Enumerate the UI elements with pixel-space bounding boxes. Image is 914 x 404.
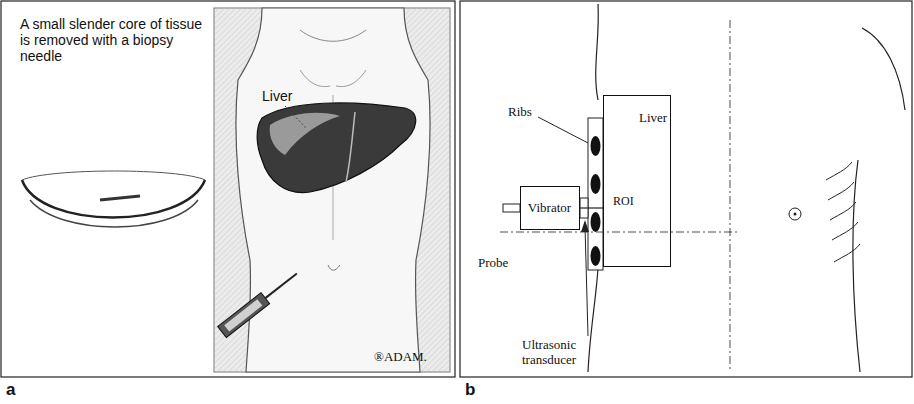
chest-contour xyxy=(300,70,366,87)
body-outline xyxy=(853,160,860,372)
caption-note: A small slender core of tissue is remove… xyxy=(20,16,208,64)
specimen-dish xyxy=(22,180,205,218)
navel xyxy=(794,213,797,216)
tissue-core xyxy=(100,196,140,200)
torso-outline xyxy=(236,8,430,372)
part-label: Probe xyxy=(478,256,528,271)
rib xyxy=(591,246,601,266)
watermark: ®ADAM. xyxy=(374,350,454,365)
midline xyxy=(730,20,731,372)
body-outline xyxy=(862,28,905,110)
specimen-dish xyxy=(30,200,198,227)
leader-arrow xyxy=(585,226,588,336)
liver-organ xyxy=(257,103,416,193)
background-hatch xyxy=(214,8,450,372)
rib-arc xyxy=(828,182,854,200)
illustration-frame xyxy=(214,8,450,372)
axis-line xyxy=(500,232,740,233)
leader-line xyxy=(285,106,306,128)
rib-arc xyxy=(834,244,860,262)
navel xyxy=(328,265,340,270)
rib-arc xyxy=(826,162,852,180)
leader-arrowhead xyxy=(581,220,589,232)
body-outline xyxy=(596,4,599,100)
vibrator-box: Vibrator xyxy=(520,186,580,230)
part-label: Ultrasonic transducer xyxy=(522,338,602,368)
panel-letter: b xyxy=(465,380,495,400)
liver-region: LiverROI xyxy=(603,95,671,267)
probe-axis xyxy=(580,207,603,208)
rib-set xyxy=(591,136,601,266)
part-label: Ribs xyxy=(508,105,548,120)
node-title: Liver xyxy=(638,110,668,126)
rib-wall xyxy=(588,118,603,270)
specimen-dish xyxy=(22,171,205,180)
rib xyxy=(591,174,601,194)
rib xyxy=(591,136,601,156)
organ-label: Liver xyxy=(262,88,322,104)
rib-arcs xyxy=(826,162,860,262)
body-outline xyxy=(588,268,598,372)
probe-shaft xyxy=(503,204,520,212)
collarbone xyxy=(300,30,366,41)
region-label: ROI xyxy=(612,194,635,209)
biopsy-needle xyxy=(218,268,301,338)
rib xyxy=(591,212,601,232)
rib-arc xyxy=(830,202,856,220)
panel-letter: a xyxy=(6,380,36,400)
navel xyxy=(789,208,801,220)
rib-arc xyxy=(832,222,858,240)
node-title: Vibrator xyxy=(527,200,572,216)
liver-highlight xyxy=(270,113,340,155)
panel-frame xyxy=(460,1,912,377)
panel-frame xyxy=(1,1,455,377)
leader-line xyxy=(538,117,588,143)
liver-lobe-line xyxy=(346,112,355,182)
